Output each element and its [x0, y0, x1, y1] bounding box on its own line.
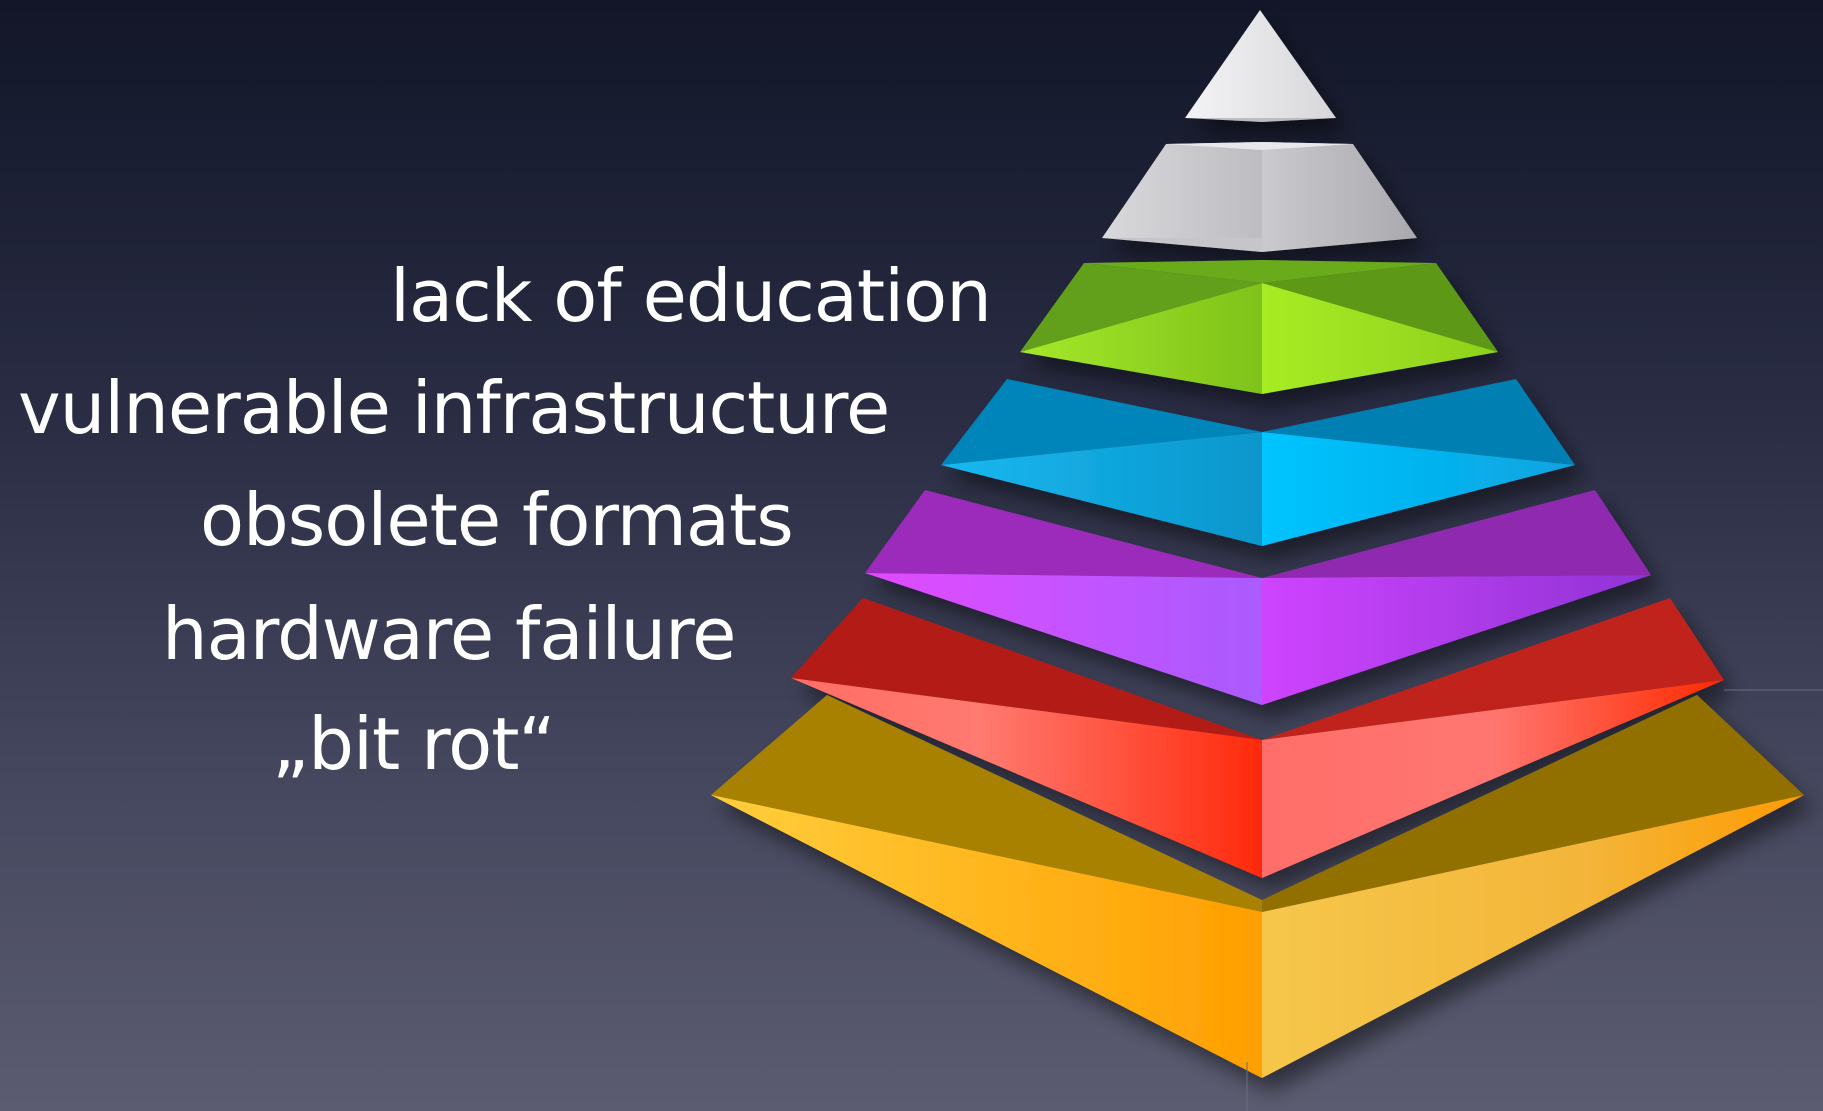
label-lack-of-education: lack of education [390, 254, 992, 338]
pyramid-layer-red [791, 598, 1724, 878]
pyramid-layer-apex [1185, 10, 1336, 122]
label-hardware-failure: hardware failure [162, 592, 736, 676]
label-obsolete-formats: obsolete formats [200, 478, 794, 562]
pyramid-layer-purple [865, 490, 1651, 705]
pyramid-layer-green [1020, 260, 1498, 394]
pyramid-layer-orange [711, 695, 1804, 1078]
label-bit-rot: „bit rot“ [272, 702, 556, 786]
label-vulnerable-infrastructure: vulnerable infrastructure [18, 366, 890, 450]
pyramid-layer-blue [941, 379, 1575, 546]
pyramid-layer-silver [1102, 142, 1417, 252]
